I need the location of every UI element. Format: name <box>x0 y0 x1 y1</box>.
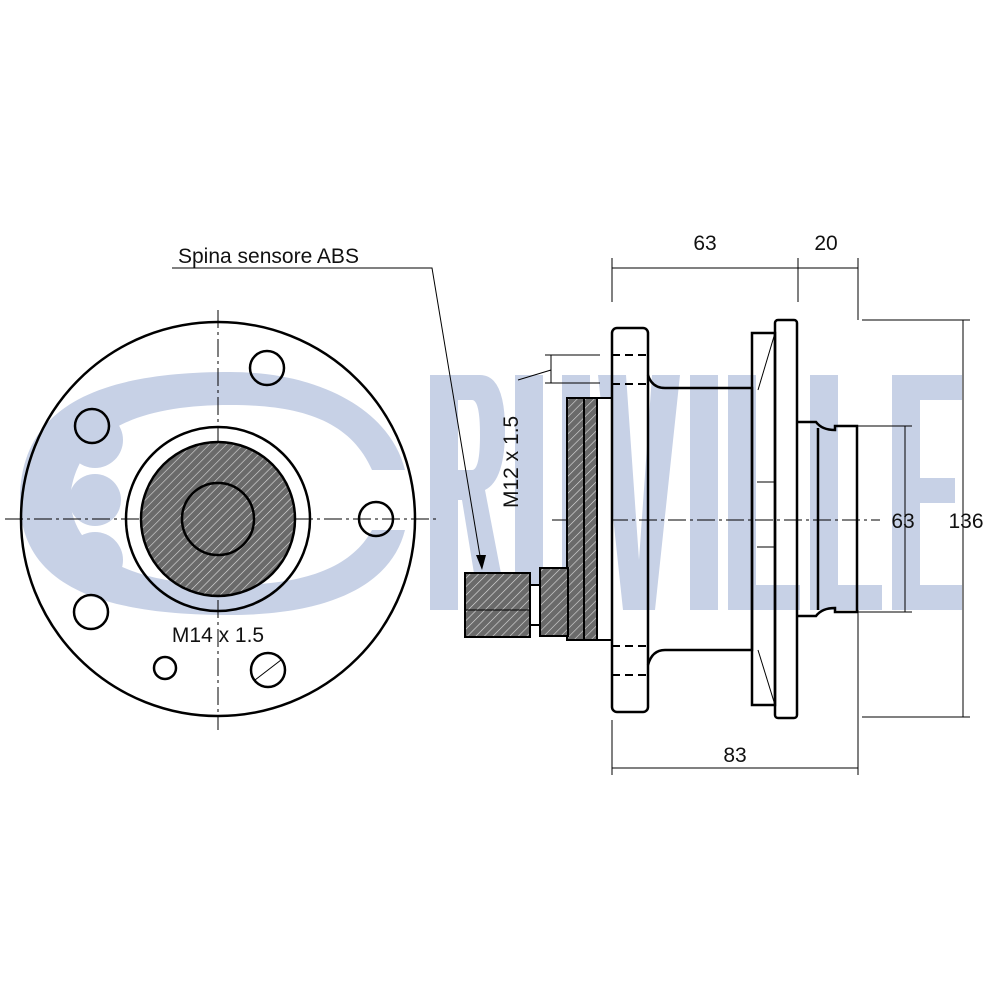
watermark-letter-l <box>810 375 882 610</box>
m14-thread-label: M14 x 1.5 <box>172 624 264 647</box>
watermark-letter-i <box>690 375 718 610</box>
dim-hub-length: 63 <box>693 232 716 255</box>
watermark-letter-l <box>728 375 800 610</box>
dim-total-length: 83 <box>723 744 746 767</box>
hub-front-view: M14 x 1.5 <box>5 310 440 730</box>
dim-pilot-diameter: 63 <box>891 510 914 533</box>
hub-side-view: M12 x 1.5 <box>464 318 880 720</box>
abs-leader-line <box>172 267 483 569</box>
bolt-holes <box>72 349 395 689</box>
m12-thread-label: M12 x 1.5 <box>500 416 523 508</box>
watermark-letter-e <box>892 375 962 610</box>
watermark-letter-v <box>598 375 680 610</box>
abs-sensor-label: Spina sensore ABS <box>178 245 359 268</box>
dim-flange-diameter: 136 <box>948 510 983 533</box>
dimension-lines <box>611 258 970 775</box>
dim-pilot-length: 20 <box>814 232 837 255</box>
